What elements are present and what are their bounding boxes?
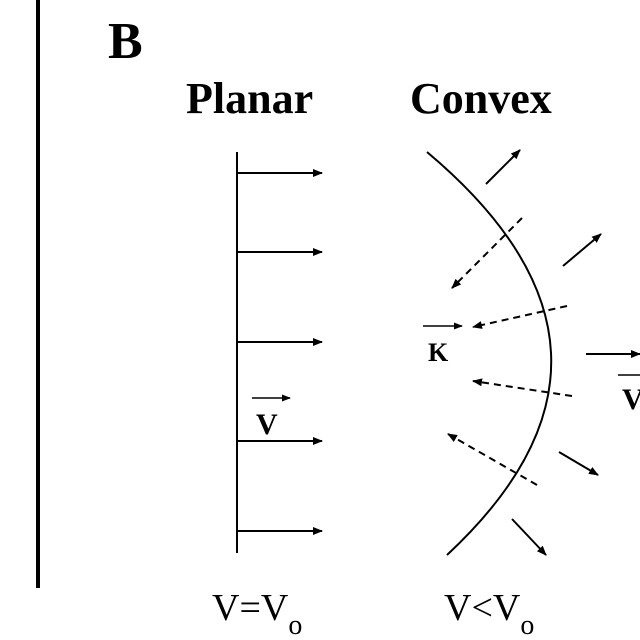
planar-velocity-arrows: [237, 169, 323, 535]
planar-condition-sub: o: [288, 610, 302, 640]
convex-velocity-arrows: [485, 149, 640, 556]
convex-title: Convex: [410, 74, 552, 123]
convex-velocity-arrow-4: [558, 451, 599, 476]
curvature-arrow-2: [472, 305, 568, 329]
convex-curvature-arrows: [447, 217, 573, 486]
convex-velocity-arrow-5: [511, 518, 547, 556]
curvature-arrow-1: [451, 217, 523, 289]
convex-velocity-arrow-2: [562, 233, 602, 267]
curvature-arrow-3: [472, 378, 573, 397]
convex-wavefront: [426, 151, 553, 556]
convex-condition-sub: o: [520, 610, 534, 640]
planar-title: Planar: [186, 74, 313, 123]
convex-velocity-arrow-1: [485, 149, 521, 185]
clipped-velocity-text: V: [622, 383, 640, 416]
planar-condition: V=Vo: [212, 587, 302, 640]
velocity-label: V: [256, 408, 278, 441]
planar-condition-main: V=V: [212, 587, 289, 629]
panel-label: B: [108, 13, 143, 70]
curvature-label-group: K: [423, 322, 463, 367]
convex-condition: V<Vo: [444, 587, 534, 640]
curvature-arrow-4: [447, 433, 538, 486]
planar-velocity-label: V: [252, 394, 291, 441]
convex-condition-main: V<V: [444, 587, 521, 629]
curvature-label: K: [428, 338, 449, 367]
clipped-velocity-label: V: [618, 374, 640, 416]
